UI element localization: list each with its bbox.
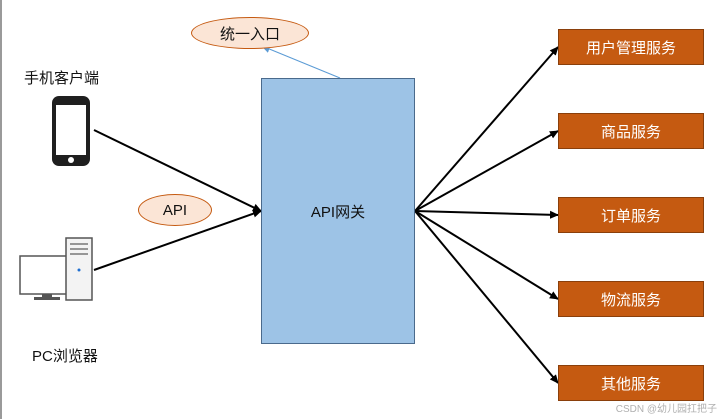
pc-browser-label: PC浏览器: [32, 348, 98, 365]
arrow-gateway-to-service-1: [414, 46, 559, 212]
service-product: 商品服务: [558, 113, 704, 149]
arrow-pc-to-gateway: [93, 209, 262, 271]
arrow-gateway-to-service-3: [414, 210, 559, 219]
arrow-gateway-to-entry: [261, 45, 341, 79]
watermark: CSDN @幼儿园扛把子: [615, 404, 717, 415]
api-gateway-label: API网关: [310, 203, 366, 221]
frame-border: [0, 0, 2, 419]
api-gateway-box: API网关: [261, 78, 415, 344]
service-other: 其他服务: [558, 365, 704, 401]
arrow-gateway-to-service-5: [414, 210, 559, 384]
arrow-gateway-to-service-2: [414, 130, 559, 212]
unified-entry-ellipse: 统一入口: [191, 17, 309, 49]
arrow-gateway-to-service-4: [414, 210, 559, 300]
service-order: 订单服务: [558, 197, 704, 233]
service-user-management: 用户管理服务: [558, 29, 704, 65]
api-ellipse: API: [138, 194, 212, 226]
arrow-mobile-to-gateway: [93, 129, 262, 212]
phone-icon: [52, 96, 90, 166]
desktop-computer-icon: [19, 237, 93, 301]
mobile-client-label: 手机客户端: [24, 70, 100, 87]
service-logistics: 物流服务: [558, 281, 704, 317]
